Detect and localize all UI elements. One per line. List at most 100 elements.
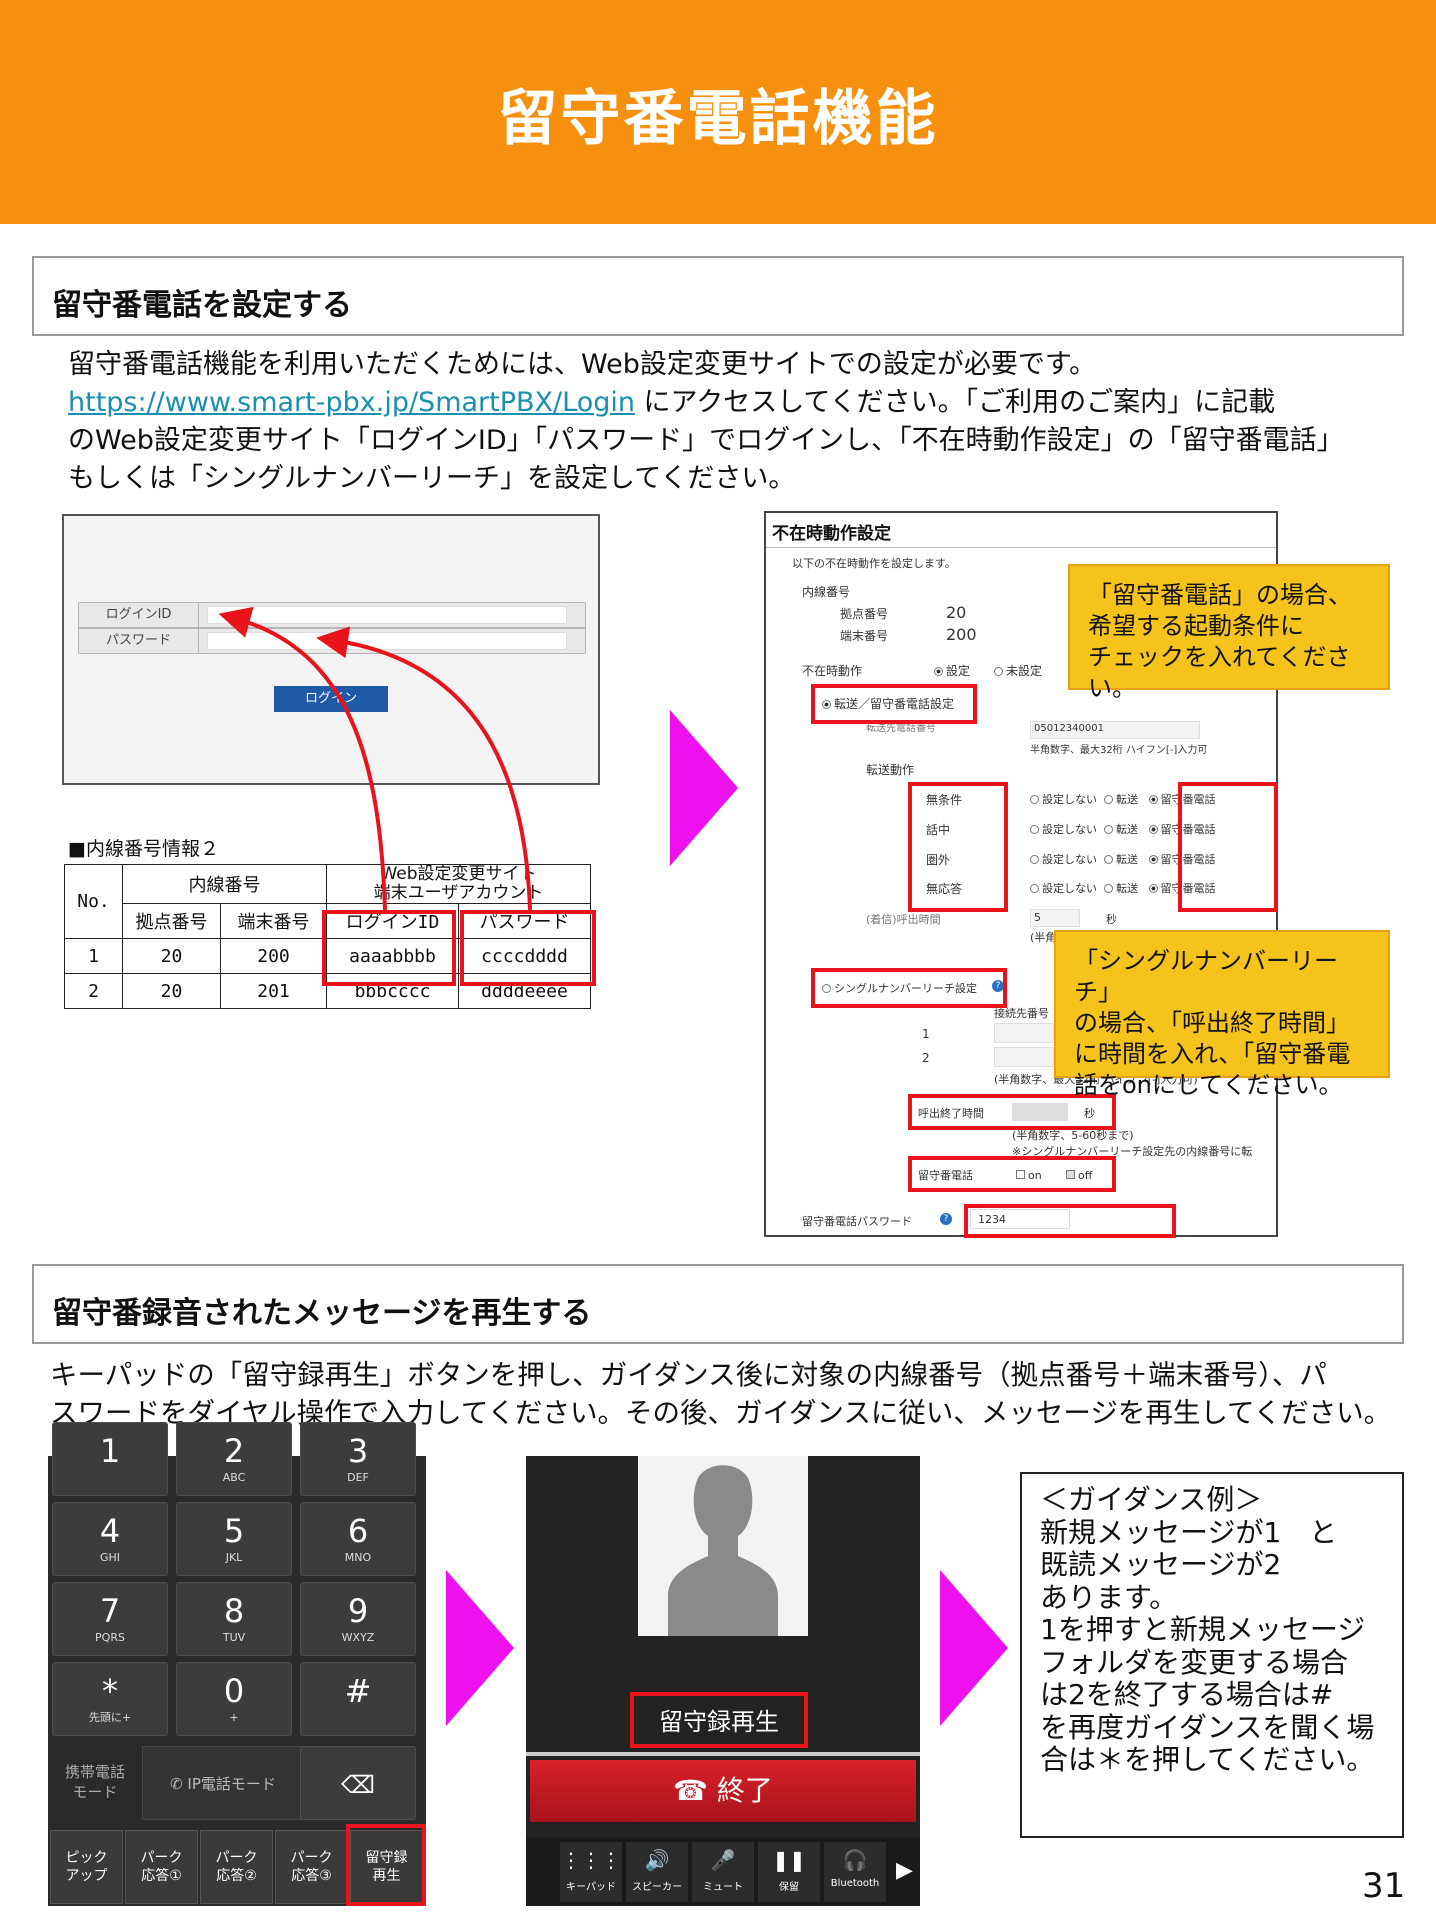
opt-none-radio[interactable]: 設定しない	[1030, 882, 1097, 895]
cond-options-row: 設定しない 転送 留守番電話	[1030, 851, 1216, 867]
snr-num-label: 接続先番号	[994, 1007, 1049, 1020]
radio-icon	[1148, 795, 1158, 804]
key-label-line2: 応答①	[141, 1868, 182, 1884]
radio-icon	[1030, 855, 1039, 864]
guidance-line: 合は＊を押してください。	[1040, 1743, 1375, 1776]
key-label-line2: 応答②	[216, 1868, 257, 1884]
absence-settings-screen: 不在時動作設定 以下の不在時動作を設定します。 内線番号 拠点番号 20 端末番…	[764, 511, 1278, 1237]
opt-vm-radio[interactable]: 留守番電話	[1148, 853, 1216, 866]
keypad-key-hash[interactable]: #	[300, 1662, 416, 1736]
ext-label: 内線番号	[802, 585, 851, 599]
call-screen: 留守録再生 ☎ 終了 ⋮⋮⋮キーパッド🔊スピーカー🎤ミュート❚❚保留🎧Bluet…	[526, 1456, 920, 1906]
opt-vm-radio[interactable]: 留守番電話	[1148, 793, 1216, 806]
vm-on-checkbox[interactable]: on	[1016, 1169, 1042, 1182]
snr-row-2: 2	[922, 1051, 930, 1065]
vm-pw-input[interactable]	[970, 1209, 1070, 1229]
opt-fwd-radio[interactable]: 転送	[1104, 853, 1138, 866]
opt-none-radio[interactable]: 設定しない	[1030, 823, 1097, 836]
password-input[interactable]	[207, 632, 567, 650]
key-digit: 2	[223, 1432, 245, 1470]
highlight-password	[460, 910, 596, 986]
backspace-icon: ⌫	[341, 1771, 375, 1799]
mobile-mode-line1: 携帯電話	[64, 1763, 125, 1781]
callout-line: に時間を入れ、「留守番電	[1074, 1040, 1351, 1068]
bottom-key[interactable]: パーク応答③	[275, 1830, 348, 1904]
bottom-key[interactable]: パーク応答②	[200, 1830, 273, 1904]
fwd-vm-setting-radio[interactable]: 転送／留守番電話設定	[822, 695, 954, 712]
login-url-link[interactable]: https://www.smart-pbx.jp/SmartPBX/Login	[68, 387, 635, 418]
help-icon[interactable]: ?	[940, 1213, 952, 1225]
absent-set-radio[interactable]: 設定	[934, 662, 970, 679]
opt-none-radio[interactable]: 設定しない	[1030, 793, 1097, 806]
key-label-line2: アップ	[65, 1868, 108, 1884]
cond-label: 無条件	[926, 793, 963, 807]
vm-off-checkbox[interactable]: off	[1066, 1169, 1092, 1182]
toolbar-label: ミュート	[703, 1882, 743, 1893]
toolbar-button[interactable]: ❚❚保留	[758, 1842, 820, 1902]
absent-unset-radio[interactable]: 未設定	[994, 662, 1042, 679]
ip-phone-mode-button[interactable]: ✆ IP電話モード	[142, 1746, 304, 1820]
end-call-button[interactable]: ☎ 終了	[530, 1760, 916, 1822]
toolbar-button[interactable]: 🎧Bluetooth	[824, 1842, 886, 1902]
opt-none-radio[interactable]: 設定しない	[1030, 853, 1097, 866]
checkbox-icon	[1016, 1170, 1025, 1179]
login-button[interactable]: ログイン	[274, 686, 388, 712]
fwd-num-input[interactable]	[1030, 721, 1200, 739]
snr-num-input-1[interactable]	[994, 1023, 1054, 1043]
login-id-input[interactable]	[207, 606, 567, 624]
divider	[766, 547, 1276, 548]
opt-fwd-radio[interactable]: 転送	[1104, 823, 1138, 836]
cond-options-row: 設定しない 転送 留守番電話	[1030, 791, 1216, 807]
snr-num-input-2[interactable]	[994, 1047, 1054, 1067]
section-heading-playback: 留守番録音されたメッセージを再生する	[32, 1264, 1404, 1344]
call-end-label: 呼出終了時間	[918, 1107, 984, 1120]
base-label: 拠点番号	[840, 607, 889, 621]
bottom-key[interactable]: パーク応答①	[125, 1830, 198, 1904]
vm-playback-button[interactable]: 留守録再生	[630, 1692, 808, 1748]
header-web-line1: Web設定変更サイト	[380, 864, 537, 884]
vm-playback-key[interactable]: 留守録再生	[350, 1830, 423, 1904]
call-end-input[interactable]	[1012, 1103, 1068, 1121]
toolbar-button[interactable]: 🔊スピーカー	[626, 1842, 688, 1902]
key-digit: 6	[347, 1512, 369, 1550]
keypad-key-star[interactable]: *先頭に+	[52, 1662, 168, 1736]
instruction-line: 留守番電話機能を利用いただくためには、Web設定変更サイトでの設定が必要です。	[68, 349, 1097, 380]
key-letters: 先頭に+	[88, 1711, 132, 1724]
radio-icon	[994, 667, 1003, 676]
snr-setting-radio[interactable]: シングルナンバーリーチ設定	[822, 980, 977, 996]
callout-voicemail: 「留守番電話」の場合、 希望する起動条件に チェックを入れてください。	[1068, 564, 1390, 702]
section-heading-setup: 留守番電話を設定する	[32, 256, 1404, 336]
more-arrow-icon[interactable]: ▶	[896, 1858, 913, 1883]
callout-line: の場合、「呼出終了時間」	[1074, 1009, 1350, 1037]
opt-fwd-radio[interactable]: 転送	[1104, 793, 1138, 806]
keypad-key-0[interactable]: 0+	[176, 1662, 292, 1736]
mobile-mode-button[interactable]: 携帯電話モード	[52, 1746, 138, 1820]
key-digit: 5	[223, 1512, 245, 1550]
opt-vm-radio[interactable]: 留守番電話	[1148, 823, 1216, 836]
bottom-key[interactable]: ピックアップ	[50, 1830, 123, 1904]
toolbar-button[interactable]: 🎤ミュート	[692, 1842, 754, 1902]
highlight-conditions	[908, 782, 1008, 912]
opt-fwd-radio[interactable]: 転送	[1104, 882, 1138, 895]
keypad-key-1[interactable]: 1	[52, 1422, 168, 1496]
key-digit: 0	[223, 1672, 245, 1710]
key-digit: *	[102, 1672, 118, 1710]
toolbar-label: Bluetooth	[830, 1878, 880, 1889]
help-icon[interactable]: ?	[992, 980, 1004, 992]
opt-vm-radio[interactable]: 留守番電話	[1148, 882, 1216, 895]
ring-time-input[interactable]	[1030, 909, 1080, 927]
cond-options-row: 設定しない 転送 留守番電話	[1030, 821, 1216, 837]
toolbar-button[interactable]: ⋮⋮⋮キーパッド	[560, 1842, 622, 1902]
backspace-button[interactable]: ⌫	[300, 1746, 416, 1820]
cell-password: ccccdddd	[458, 938, 591, 974]
radio-label: 設定しない	[1042, 793, 1097, 806]
